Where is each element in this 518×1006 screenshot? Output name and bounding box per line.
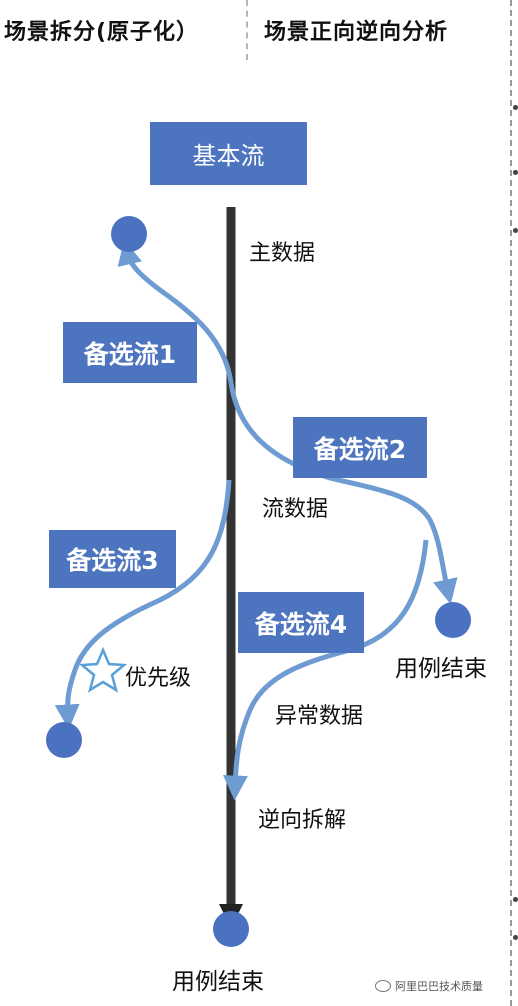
alt-flow-1-box: 备选流1 [63, 322, 197, 383]
header-left-title: 场景拆分(原子化） [4, 20, 200, 45]
alt-flow-1-curve [117, 239, 234, 384]
alt-flow-2-curve [228, 382, 458, 605]
edge-bullet [513, 105, 518, 110]
alt-flow-3-curve [54, 479, 232, 730]
basic-flow-box: 基本流 [150, 122, 307, 185]
watermark: 阿里巴巴技术质量 [375, 978, 483, 994]
alt-flow-4-curve [222, 539, 429, 801]
node-use-case-end-bottom [213, 911, 249, 947]
node-top-left [111, 216, 147, 252]
alt-flow-4-box: 备选流4 [238, 592, 364, 653]
edge-bullet [513, 170, 518, 175]
edge-bullet [513, 935, 518, 940]
edge-bullet [513, 228, 518, 233]
alt-flow-3-box: 备选流3 [49, 530, 176, 588]
reverse-decompose-label: 逆向拆解 [258, 808, 347, 833]
right-edge-divider [510, 0, 512, 1006]
flow-data-label: 流数据 [262, 497, 329, 522]
node-use-case-end-right [435, 602, 471, 638]
use-case-end-bottom-label: 用例结束 [172, 969, 264, 995]
node-bottom-left [46, 722, 82, 758]
exception-data-label: 异常数据 [275, 704, 364, 729]
alt-flow-2-box: 备选流2 [293, 417, 427, 478]
edge-bullet [513, 897, 518, 902]
priority-label: 优先级 [125, 666, 192, 691]
watermark-text: 阿里巴巴技术质量 [395, 980, 483, 993]
wechat-icon [375, 980, 391, 992]
main-data-label: 主数据 [249, 241, 316, 266]
use-case-end-right-label: 用例结束 [395, 656, 487, 682]
header-right-title: 场景正向逆向分析 [264, 20, 449, 45]
header-divider [246, 0, 248, 60]
priority-star-icon [78, 646, 128, 693]
